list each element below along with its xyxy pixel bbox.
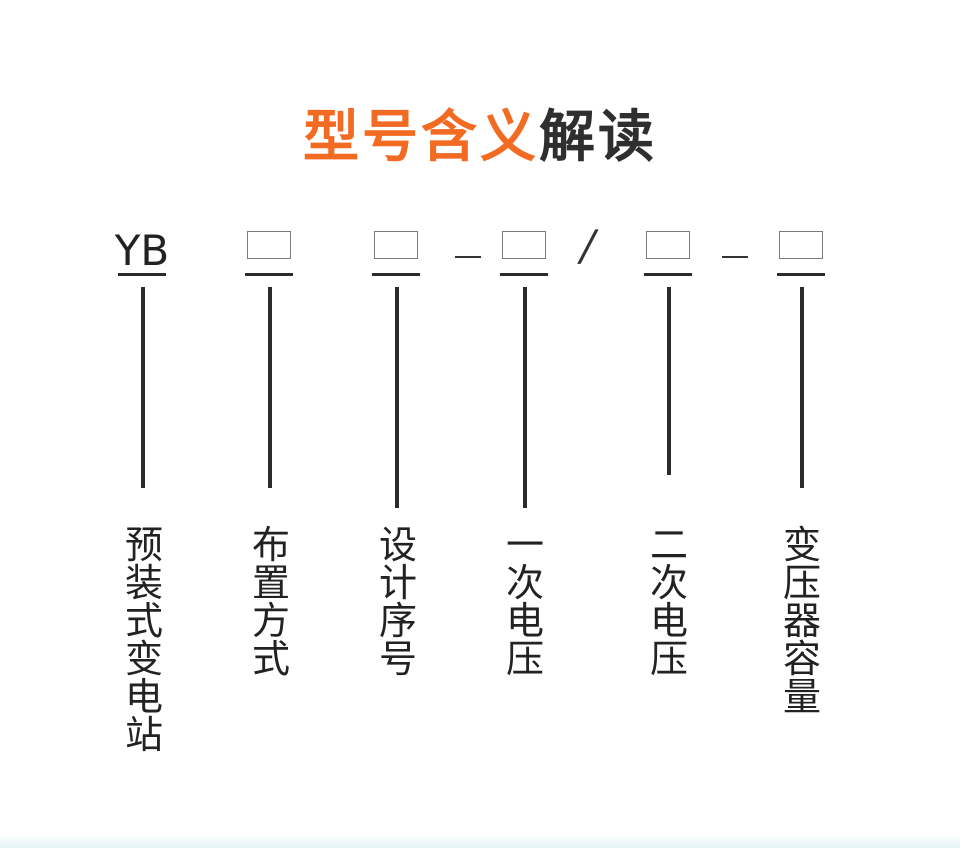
primary-voltage-underline — [500, 273, 548, 276]
label-layout-mode: 布置方式 — [251, 523, 290, 681]
layout-code-box — [247, 231, 291, 259]
secondary-voltage-connector-line — [667, 287, 671, 475]
primary-voltage-code-box — [502, 231, 546, 259]
title-dark-part: 解读 — [539, 105, 657, 170]
label-prefab-substation: 预装式变电站 — [124, 523, 163, 757]
capacity-connector-line — [800, 287, 804, 488]
layout-underline — [245, 273, 293, 276]
label-design-serial: 设计序号 — [378, 523, 417, 681]
layout-connector-line — [268, 287, 272, 488]
code-prefix: YB — [114, 226, 170, 275]
capacity-code-box — [779, 231, 823, 259]
dash-separator-1 — [455, 256, 481, 258]
serial-connector-line — [395, 287, 399, 508]
prefix-underline — [118, 273, 166, 276]
page-title: 型号含义解读 — [0, 102, 960, 174]
title-orange-part: 型号含义 — [303, 105, 539, 170]
secondary-voltage-code-box — [646, 231, 690, 259]
slash-separator: / — [575, 221, 601, 270]
serial-underline — [372, 273, 420, 276]
bottom-glow-band — [0, 834, 960, 848]
capacity-underline — [777, 273, 825, 276]
label-secondary-voltage: 二次电压 — [649, 523, 688, 681]
label-primary-voltage: 一次电压 — [505, 523, 544, 681]
serial-code-box — [374, 231, 418, 259]
prefix-connector-line — [141, 287, 145, 488]
secondary-voltage-underline — [644, 273, 692, 276]
primary-voltage-connector-line — [523, 287, 527, 508]
label-transformer-capacity: 变压器容量 — [782, 523, 821, 719]
dash-separator-2 — [722, 256, 748, 258]
